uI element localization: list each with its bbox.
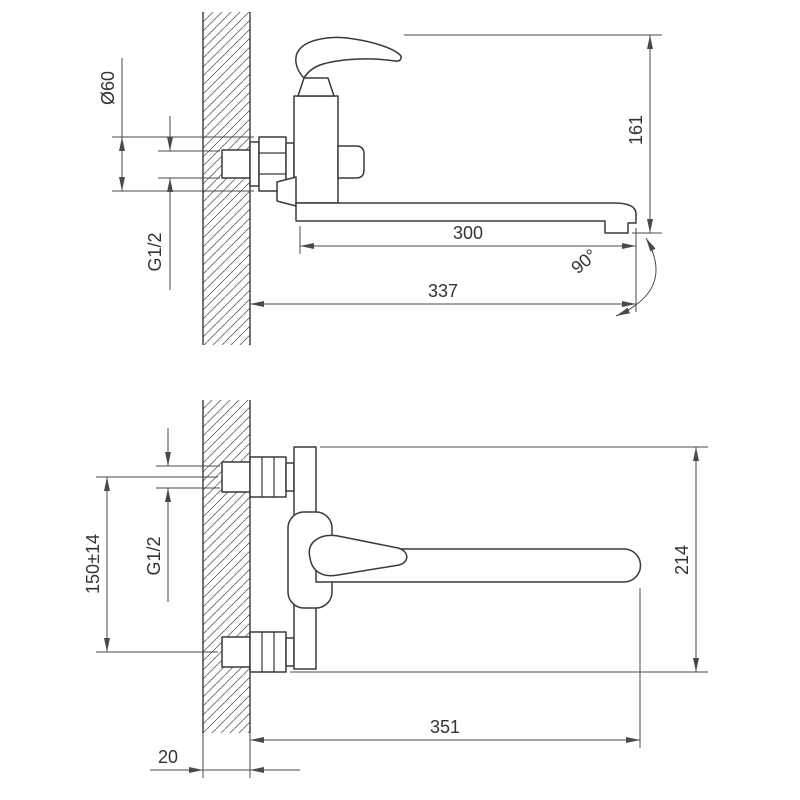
swivel-arc: [615, 237, 657, 317]
mounting-nut-top-front: [249, 456, 287, 498]
diverter-knob-side: [337, 145, 365, 179]
dim-label-height-front: 214: [672, 545, 692, 575]
dim-height-214: 214: [290, 446, 708, 673]
inwall-pipe-bottom-front: [221, 636, 251, 668]
dim-label-height-side: 161: [626, 115, 646, 145]
mixer-body-side: [293, 95, 339, 204]
dim-thread-side: G1/2: [145, 116, 220, 290]
wall-section-bottom: [202, 400, 251, 733]
collar-top-front: [285, 462, 295, 492]
side-view: Ø60 G1/2 161 300 90°: [98, 12, 662, 345]
dim-wall-thickness-20: 20: [150, 733, 300, 778]
escutcheon-side: [249, 141, 260, 187]
cartridge-cap-side: [297, 77, 335, 97]
dim-label-wall-thickness: 20: [158, 747, 178, 767]
faucet-side: [221, 36, 637, 234]
front-view: 150±14 G1/2 214 351: [83, 400, 708, 778]
spout-side: [295, 202, 637, 234]
lever-handle-side: [295, 36, 402, 79]
wall-hatch-bottom: [203, 400, 250, 733]
inwall-pipe-side: [221, 149, 251, 179]
dim-label-thread-front: G1/2: [144, 536, 164, 575]
dim-label-total-reach-side: 337: [428, 281, 458, 301]
dim-thread-front: G1/2: [144, 428, 220, 602]
dim-centers-150: 150±14: [83, 476, 218, 653]
faucet-front: [221, 446, 642, 673]
dim-total-reach-351: 351: [249, 588, 641, 778]
mounting-nut-bottom-front: [249, 631, 287, 673]
lever-handle-front: [308, 534, 408, 577]
dim-diameter-60: Ø60: [98, 58, 254, 192]
check-valve-side: [276, 176, 297, 207]
dim-label-centers: 150±14: [83, 534, 103, 594]
inwall-pipe-top-front: [221, 461, 251, 493]
dim-label-thread-side: G1/2: [145, 232, 165, 271]
dim-total-reach-337: 337: [250, 281, 636, 307]
dim-label-total-reach-front: 351: [430, 717, 460, 737]
dim-height-161: 161: [404, 34, 662, 234]
collar-bottom-front: [285, 637, 295, 667]
dim-label-diameter: Ø60: [98, 71, 118, 105]
dim-label-spout-reach: 300: [453, 223, 483, 243]
dim-label-swivel: 90°: [567, 245, 601, 278]
